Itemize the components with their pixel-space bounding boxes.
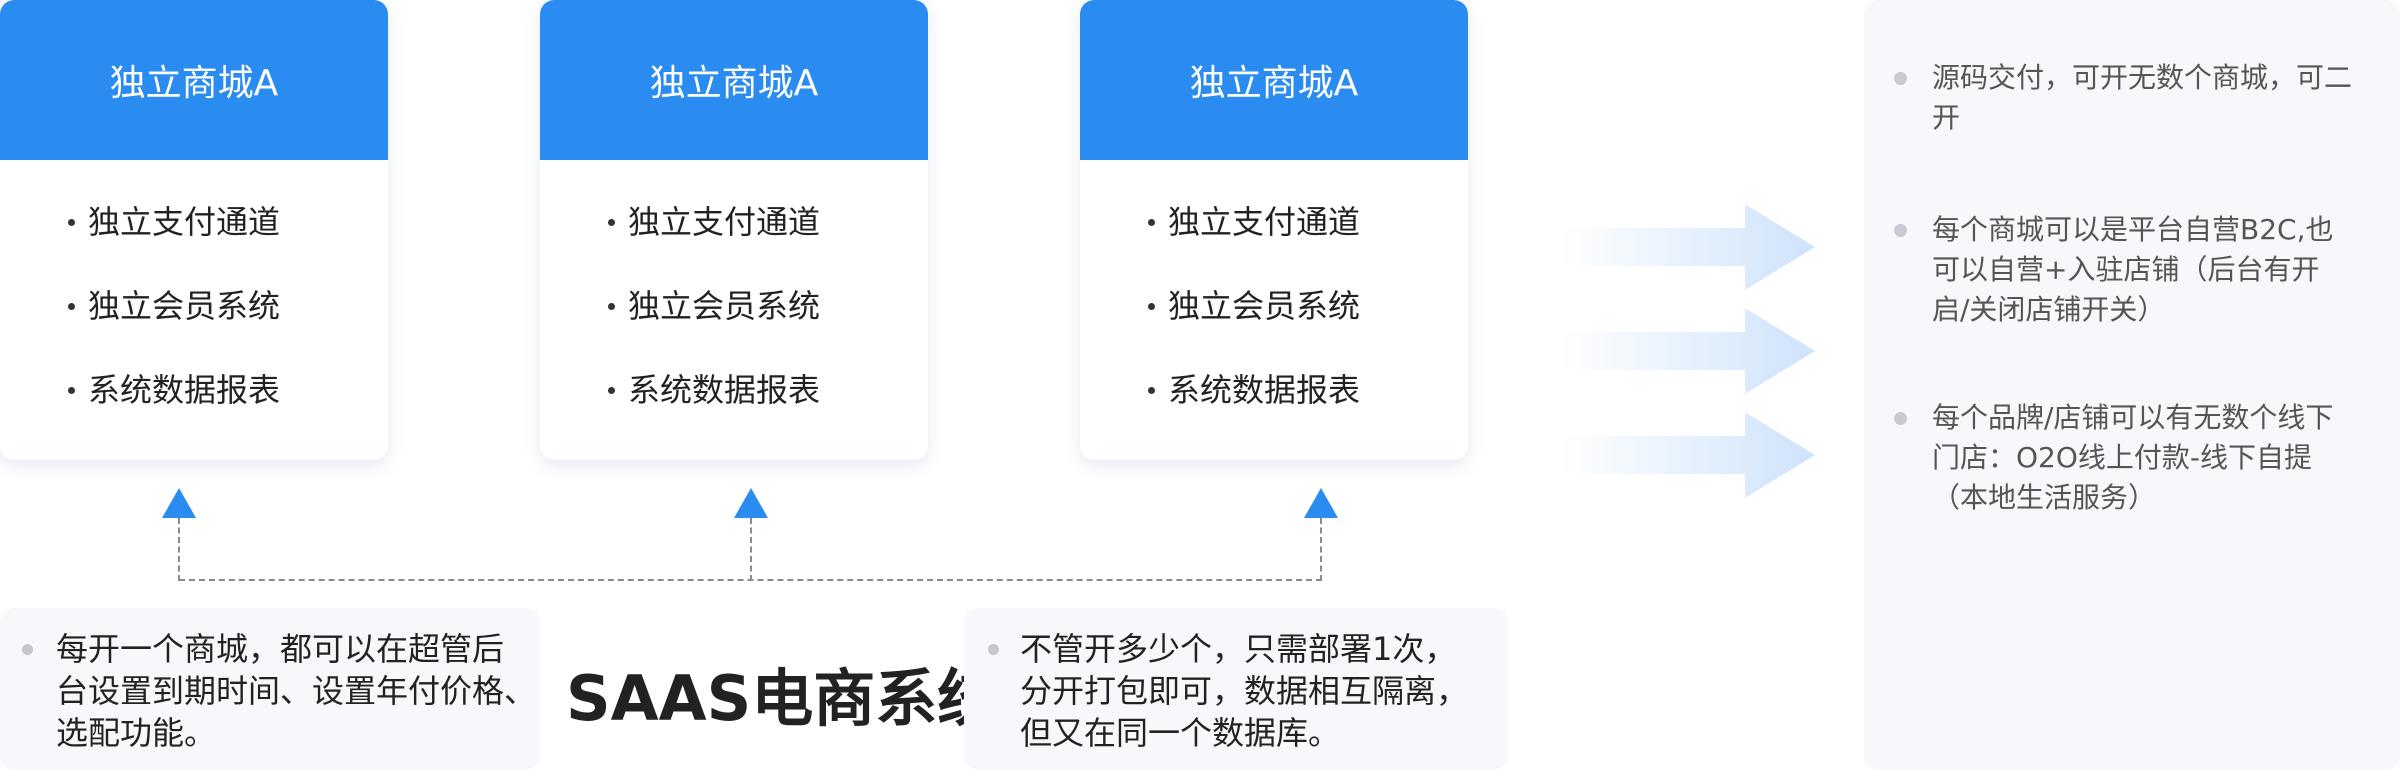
connector-line — [178, 518, 180, 581]
store-card-title: 独立商城A — [0, 0, 388, 160]
feature-item: 系统数据报表 — [1148, 370, 1468, 454]
feature-item: 独立会员系统 — [608, 286, 928, 370]
system-title: SAAS电商系统 — [566, 662, 1000, 735]
feature-item: 独立支付通道 — [608, 202, 928, 286]
feature-list: 独立支付通道 独立会员系统 系统数据报表 — [540, 160, 928, 454]
summary-line: 每个品牌/店铺可以有无数个线下 — [1932, 401, 2334, 434]
note-left: 每开一个商城，都可以在超管后 台设置到期时间、设置年付价格、 选配功能。 — [0, 608, 540, 770]
store-card-title: 独立商城A — [540, 0, 928, 160]
feature-item: 独立支付通道 — [1148, 202, 1468, 286]
note-middle: 不管开多少个，只需部署1次， 分开打包即可，数据相互隔离， 但又在同一个数据库。 — [964, 608, 1508, 770]
note-line: 分开打包即可，数据相互隔离， — [1020, 672, 1469, 710]
bullet-dot-icon — [1894, 412, 1907, 425]
triangle-up-icon — [734, 488, 768, 518]
summary-line: 开 — [1932, 101, 1961, 134]
bullet-dot-icon — [22, 644, 33, 655]
note-line: 台设置到期时间、设置年付价格、 — [56, 672, 537, 710]
connector-line — [179, 579, 1322, 581]
note-line: 选配功能。 — [56, 714, 217, 752]
bullet-dot-icon — [988, 644, 999, 655]
feature-list: 独立支付通道 独立会员系统 系统数据报表 — [0, 160, 388, 454]
connector-line — [1320, 518, 1322, 581]
summary-line: 每个商城可以是平台自营B2C,也 — [1932, 213, 2334, 246]
note-line: 每开一个商城，都可以在超管后 — [56, 630, 505, 668]
store-card-1: 独立商城A 独立支付通道 独立会员系统 系统数据报表 — [0, 0, 388, 460]
feature-item: 独立支付通道 — [68, 202, 388, 286]
arrow-group — [1560, 204, 1815, 498]
summary-line: 门店：O2O线上付款-线下自提 — [1932, 441, 2312, 474]
feature-list: 独立支付通道 独立会员系统 系统数据报表 — [1080, 160, 1468, 454]
feature-item: 系统数据报表 — [68, 370, 388, 454]
arrow-right-icon — [1560, 412, 1815, 498]
summary-line: 源码交付，可开无数个商城，可二 — [1932, 61, 2353, 94]
summary-line: 可以自营+入驻店铺（后台有开 — [1932, 253, 2320, 286]
arrow-right-icon — [1560, 308, 1815, 394]
note-line: 但又在同一个数据库。 — [1020, 714, 1341, 752]
feature-item: 独立会员系统 — [1148, 286, 1468, 370]
summary-line: 启/关闭店铺开关） — [1932, 293, 2166, 326]
summary-line: （本地生活服务） — [1932, 481, 2157, 514]
store-card-2: 独立商城A 独立支付通道 独立会员系统 系统数据报表 — [540, 0, 928, 460]
feature-summary-panel: 源码交付，可开无数个商城，可二 开 每个商城可以是平台自营B2C,也 可以自营+… — [1864, 0, 2400, 770]
store-card-3: 独立商城A 独立支付通道 独立会员系统 系统数据报表 — [1080, 0, 1468, 460]
triangle-up-icon — [1304, 488, 1338, 518]
bullet-dot-icon — [1894, 72, 1907, 85]
arrow-right-icon — [1560, 204, 1815, 290]
feature-item: 系统数据报表 — [608, 370, 928, 454]
store-card-title: 独立商城A — [1080, 0, 1468, 160]
triangle-up-icon — [162, 488, 196, 518]
feature-item: 独立会员系统 — [68, 286, 388, 370]
bullet-dot-icon — [1894, 224, 1907, 237]
note-line: 不管开多少个，只需部署1次， — [1020, 630, 1457, 668]
connector-line — [750, 518, 752, 581]
